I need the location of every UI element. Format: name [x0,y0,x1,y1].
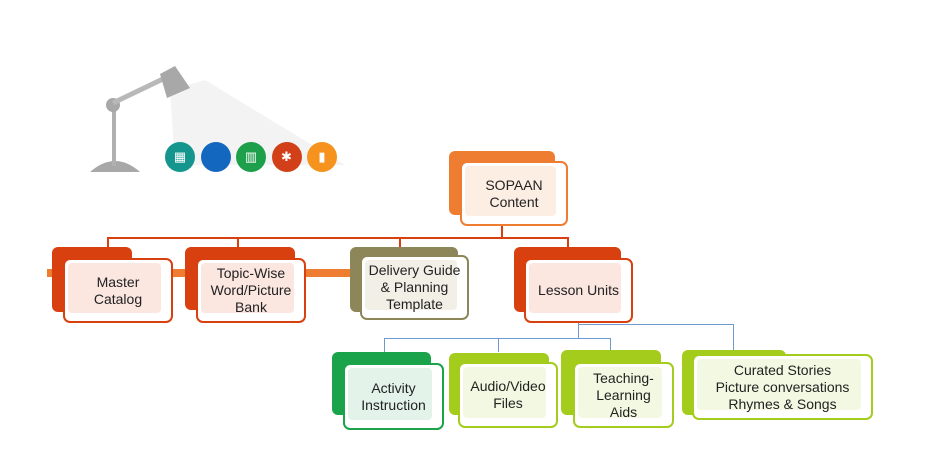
document-icon: ▮ [307,142,337,172]
connector [107,237,569,239]
node-label: Lesson Units [538,282,619,298]
node-label: Delivery Guide & Planning Template [368,262,461,312]
node-label: Audio/Video Files [470,378,546,411]
calendar-icon: ▦ [165,142,195,172]
node-sopaan-content: SOPAAN Content [460,161,568,226]
connector [498,338,499,352]
puzzle-icon: ✱ [271,142,302,172]
connector [578,323,579,339]
node-label: SOPAAN Content [485,176,543,210]
node-master-catalog: Master Catalog [63,258,173,323]
connector [384,338,385,352]
connector [733,324,734,350]
node-tint [697,359,861,410]
connector [567,237,569,248]
node-tint [578,367,662,418]
connector [384,338,611,339]
blank-icon [200,142,231,172]
connector [107,237,109,248]
node-teaching-learning-aids: Teaching- Learning Aids [573,362,674,428]
book-icon: ▥ [236,142,266,172]
node-tint [68,263,161,313]
node-label: Curated Stories Picture conversations Rh… [715,361,850,412]
node-label: Teaching- Learning Aids [593,369,654,420]
connector [237,237,239,248]
node-tint [465,166,556,216]
node-tint [348,368,432,420]
node-audio-video-files: Audio/Video Files [458,362,558,428]
node-curated-stories: Curated Stories Picture conversations Rh… [692,354,873,420]
node-lesson-units: Lesson Units [524,258,633,323]
node-topic-wise-bank: Topic-Wise Word/Picture Bank [196,258,306,323]
connector [501,226,503,238]
node-label: Topic-Wise Word/Picture Bank [210,265,292,315]
node-tint [463,367,546,418]
node-delivery-guide: Delivery Guide & Planning Template [360,255,469,320]
connector [399,237,401,248]
node-tint [529,263,621,313]
node-label: Master Catalog [93,273,143,307]
node-tint [201,263,294,313]
node-tint [365,260,457,310]
node-label: Activity Instruction [361,379,426,413]
connector [610,338,611,351]
connector [578,324,734,325]
node-activity-instruction: Activity Instruction [343,363,444,430]
